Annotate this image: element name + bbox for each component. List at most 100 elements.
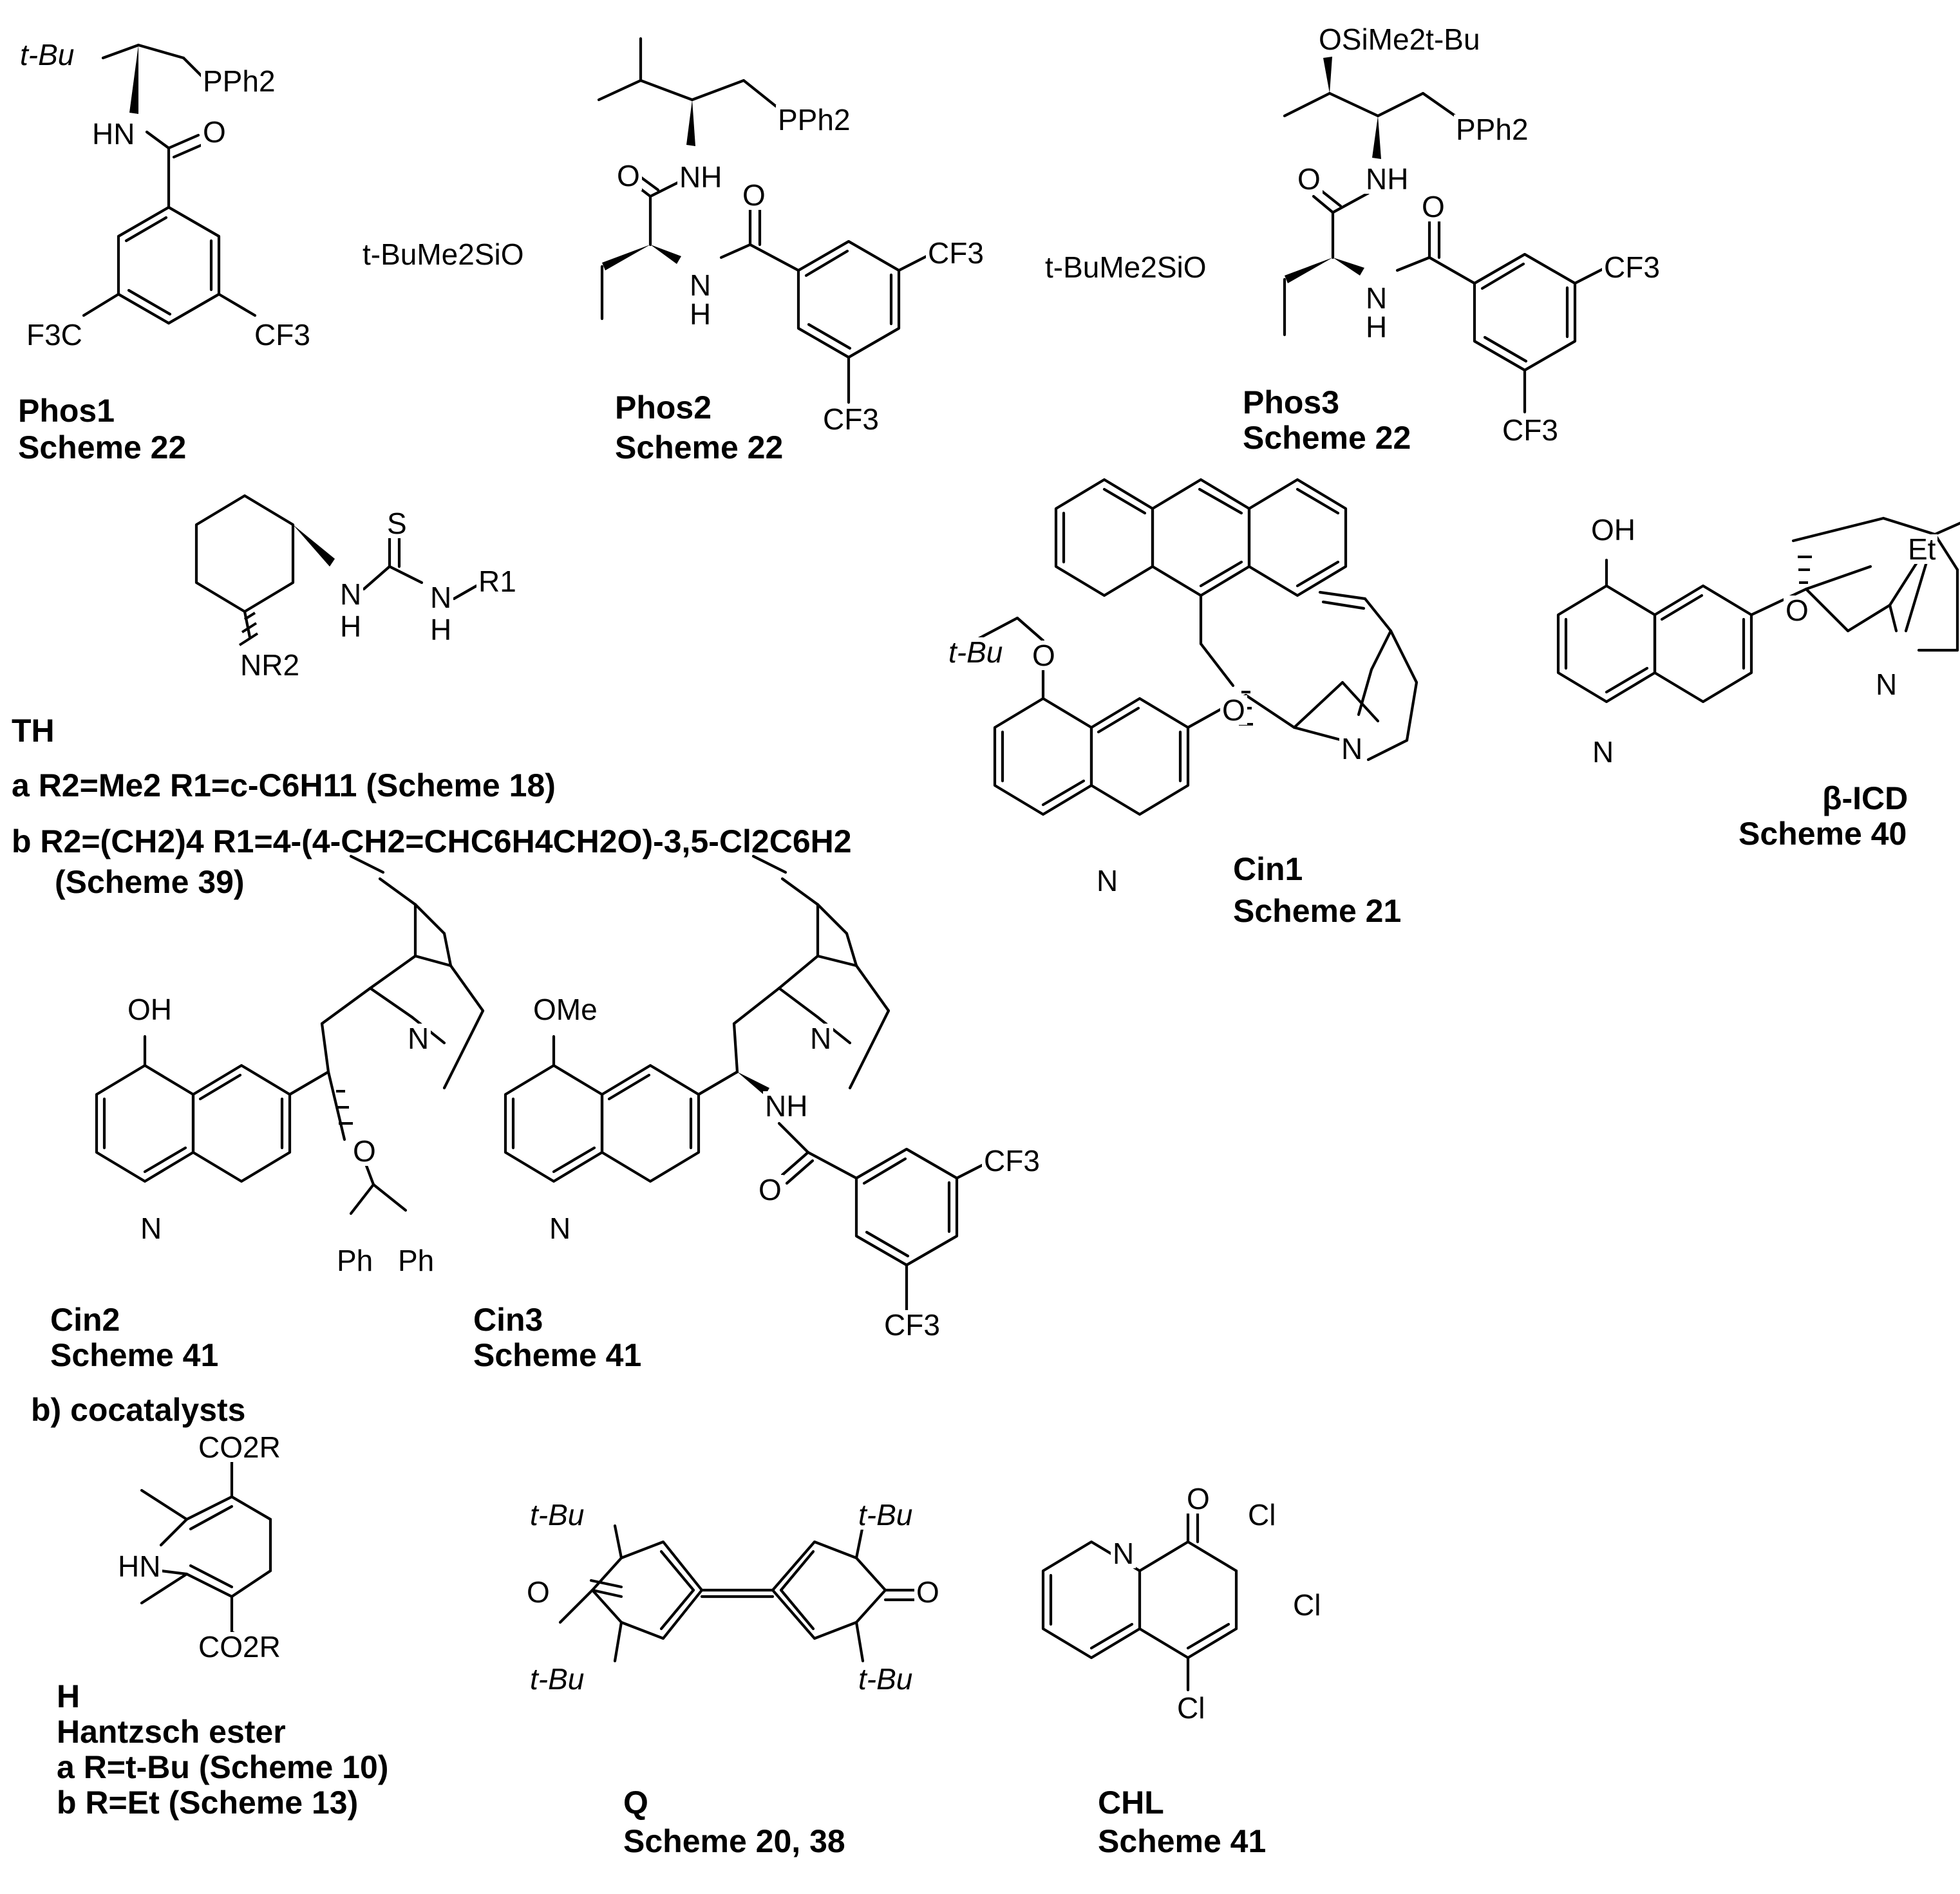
cin3-structure	[504, 854, 990, 1312]
th-variant-b: b R2=(CH2)4 R1=4-(4-CH2=CHC6H4CH2O)-3,5-…	[12, 823, 852, 859]
bicd-oh-label: OH	[1589, 515, 1637, 545]
cin1-o1-label: O	[1030, 641, 1057, 670]
th-variant-a: a R2=Me2 R1=c-C6H11 (Scheme 18)	[12, 767, 556, 803]
phos3-n-label: N	[1364, 283, 1390, 313]
phos2-structure	[597, 37, 932, 404]
bicd-et-label: Et	[1906, 534, 1938, 564]
cin3-nh-label: NH	[763, 1091, 810, 1121]
beta-icd-structure	[1556, 516, 1960, 704]
th-h2-label: H	[428, 615, 454, 644]
phos3-name: Phos3	[1243, 384, 1340, 420]
phos3-silo-label: t-BuMe2SiO	[1043, 252, 1209, 282]
chl-name: CHL	[1098, 1785, 1164, 1821]
cin2-oh-label: OH	[126, 995, 174, 1024]
q-o2-label: O	[914, 1577, 941, 1607]
phos3-structure	[1283, 57, 1608, 414]
cin1-n-label: N	[1339, 734, 1365, 764]
bicd-n-label: N	[1874, 670, 1899, 699]
section-b-heading: b) cocatalysts	[31, 1392, 246, 1428]
phos3-scheme: Scheme 22	[1243, 420, 1411, 456]
phos3-nh-label: NH	[1364, 164, 1411, 194]
phos3-o-label: O	[1296, 164, 1323, 194]
phos2-name: Phos2	[615, 389, 712, 426]
cin3-n-label: N	[808, 1024, 834, 1053]
phos2-o-label: O	[615, 161, 642, 191]
bicd-scheme: Scheme 40	[1739, 816, 1907, 852]
q-scheme: Scheme 20, 38	[623, 1823, 845, 1859]
phos3-osi-label: OSiMe2t-Bu	[1317, 24, 1482, 54]
th-s-label: S	[385, 509, 409, 538]
phos2-o2-label: O	[740, 180, 768, 210]
phos1-structure	[82, 43, 257, 325]
q-name: Q	[623, 1785, 648, 1821]
th-name: TH	[12, 713, 55, 749]
th-h1-label: H	[338, 612, 364, 641]
phos2-silo-label: t-BuMe2SiO	[361, 239, 526, 269]
cin3-ome-label: OMe	[531, 995, 599, 1024]
q-tbu1-label: t-Bu	[528, 1500, 587, 1530]
chl-n-label: N	[1111, 1539, 1136, 1568]
chl-structure	[1041, 1511, 1238, 1692]
h-hn-label: HN	[116, 1552, 163, 1581]
cin2-nq-label: N	[138, 1214, 164, 1243]
hantzsch-structure	[140, 1447, 272, 1647]
bicd-nq-label: N	[1590, 737, 1616, 767]
phos2-n-label: N	[688, 270, 713, 300]
cin3-cf3a-label: CF3	[982, 1146, 1042, 1176]
phos3-pph2-label: PPh2	[1454, 115, 1531, 144]
th-nr2-label: NR2	[238, 650, 302, 680]
chl-o-label: O	[1185, 1484, 1212, 1514]
cin2-ph1-label: Ph	[335, 1246, 375, 1275]
phos1-pph2-label: PPh2	[201, 66, 278, 96]
chl-scheme: Scheme 41	[1098, 1823, 1267, 1859]
cin2-scheme: Scheme 41	[50, 1337, 219, 1373]
th-structure	[194, 494, 478, 646]
q-tbu2-label: t-Bu	[856, 1500, 915, 1530]
phos3-cf3b-label: CF3	[1500, 415, 1560, 445]
phos3-cf3a-label: CF3	[1602, 252, 1662, 282]
chl-cl2-label: Cl	[1291, 1590, 1323, 1620]
cin2-n-label: N	[406, 1024, 431, 1053]
phos1-scheme: Scheme 22	[18, 429, 187, 465]
phos1-name: Phos1	[18, 393, 115, 429]
q-structure	[558, 1524, 916, 1663]
cin3-name: Cin3	[473, 1302, 543, 1338]
phos2-scheme: Scheme 22	[615, 429, 784, 465]
bicd-o-label: O	[1784, 595, 1811, 625]
phos2-nh-label: NH	[677, 162, 724, 192]
phos1-f3c-label: F3C	[24, 320, 84, 350]
phos2-pph2-label: PPh2	[776, 105, 853, 135]
h-co2r2-label: CO2R	[196, 1632, 283, 1662]
cin2-name: Cin2	[50, 1302, 120, 1338]
th-variant-b-scheme: (Scheme 39)	[55, 864, 245, 900]
q-tbu3-label: t-Bu	[528, 1664, 587, 1694]
th-n1-label: N	[338, 579, 364, 609]
chl-cl1-label: Cl	[1246, 1500, 1278, 1530]
phos1-tbu-label: t-Bu	[18, 40, 77, 70]
th-n2-label: N	[428, 583, 454, 612]
cin3-scheme: Scheme 41	[473, 1337, 642, 1373]
cin2-ph2-label: Ph	[396, 1246, 437, 1275]
h-subtitle: Hantzsch ester	[57, 1714, 286, 1750]
phos3-h-label: H	[1364, 312, 1390, 342]
cin1-tbu-label: t-Bu	[947, 637, 1005, 667]
bicd-name: β-ICD	[1822, 780, 1908, 816]
q-tbu4-label: t-Bu	[856, 1664, 915, 1694]
q-o1-label: O	[525, 1577, 552, 1607]
cin1-o2-label: O	[1220, 695, 1247, 725]
phos2-cf3b-label: CF3	[821, 404, 881, 434]
phos2-h-label: H	[688, 299, 713, 329]
h-co2r1-label: CO2R	[196, 1432, 283, 1462]
cin3-nq-label: N	[547, 1214, 573, 1243]
cin1-scheme: Scheme 21	[1233, 893, 1402, 929]
phos1-hn-label: HN	[90, 119, 137, 149]
cin3-o-label: O	[757, 1175, 784, 1205]
cin3-cf3b-label: CF3	[882, 1310, 942, 1340]
phos1-o-label: O	[201, 117, 228, 147]
h-variant-b: b R=Et (Scheme 13)	[57, 1785, 359, 1821]
th-r1-label: R1	[476, 567, 518, 596]
cin2-structure	[95, 854, 485, 1215]
chl-cl3-label: Cl	[1175, 1693, 1207, 1723]
